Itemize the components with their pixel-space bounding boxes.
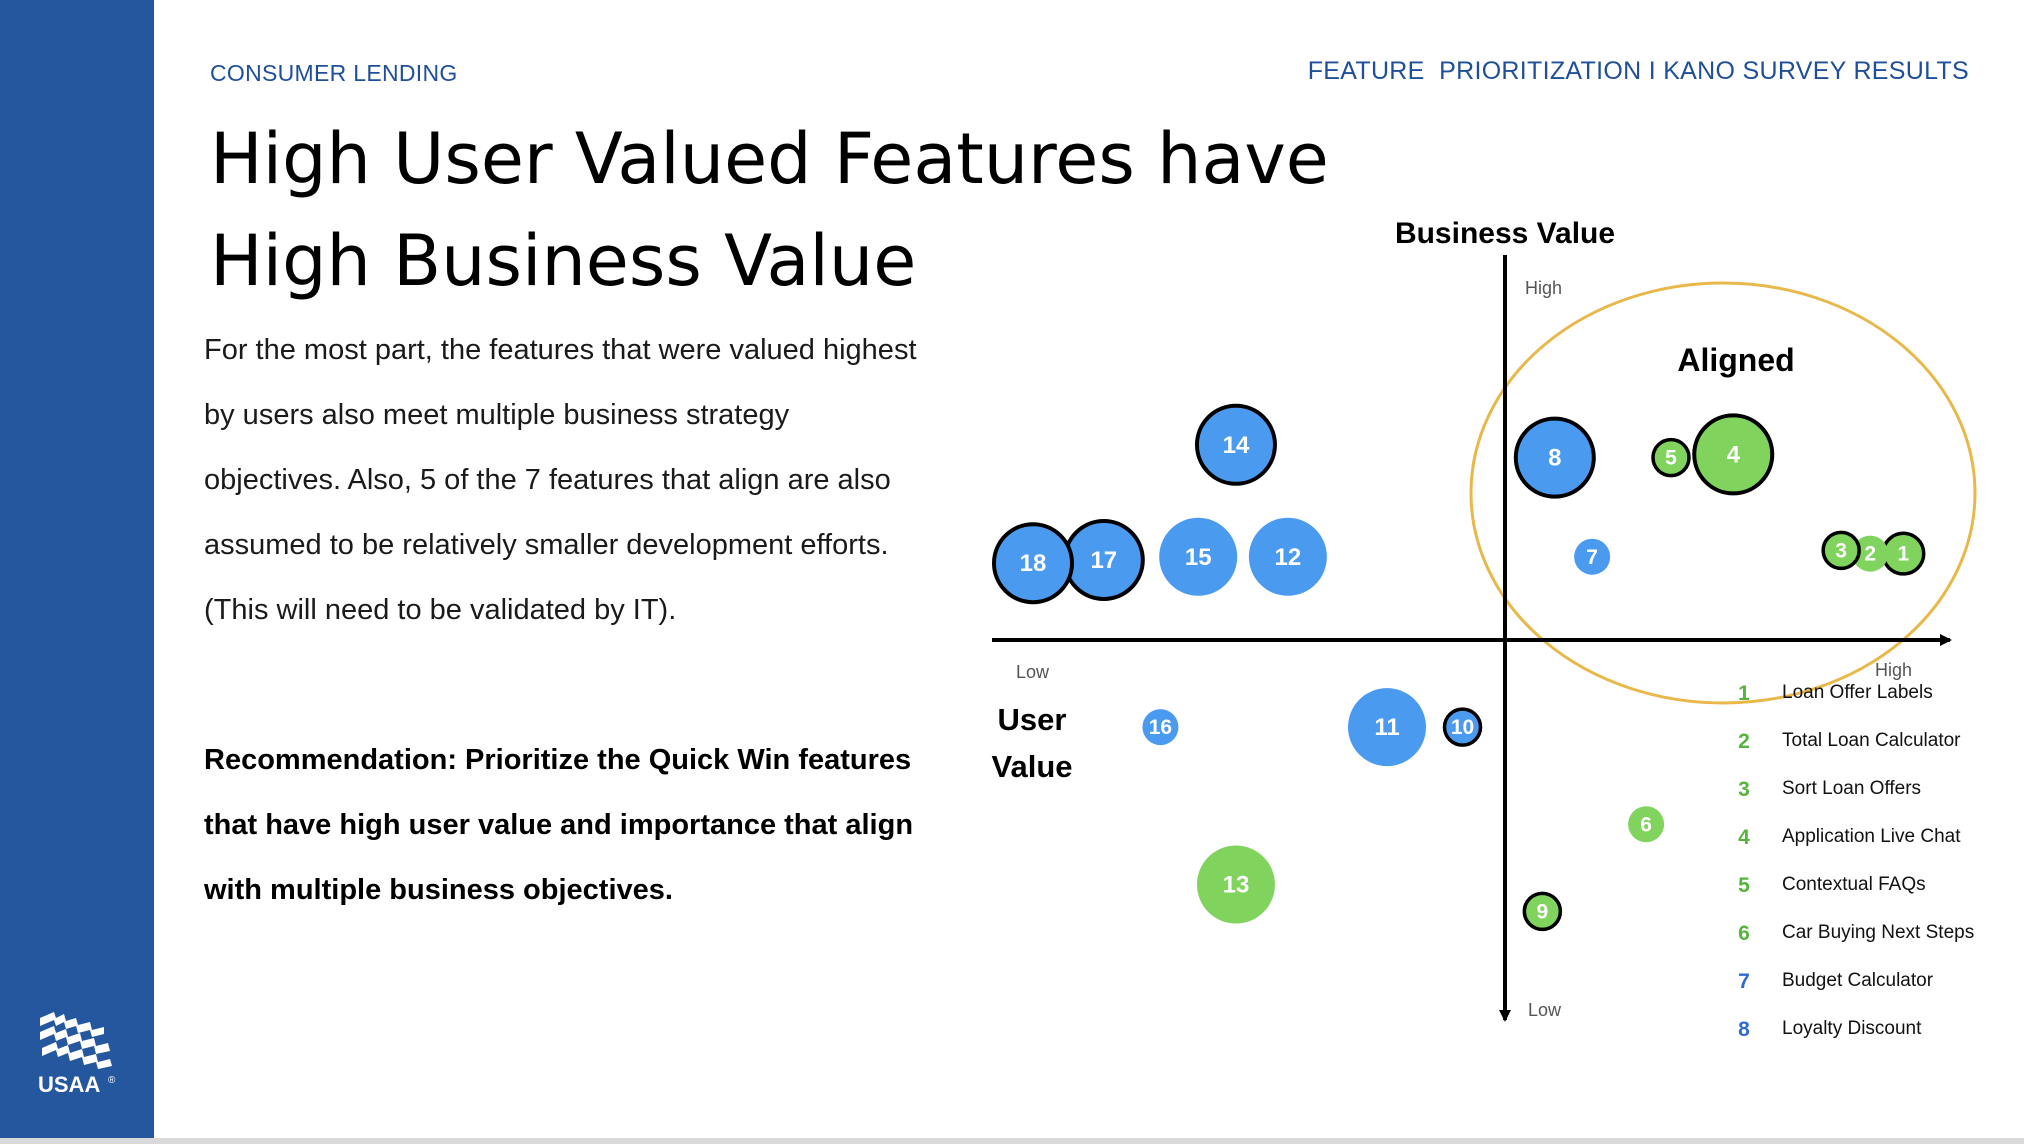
feature-point-15 <box>1159 517 1238 596</box>
x-tick-low: Low <box>1016 662 1050 682</box>
aligned-region <box>1469 281 1977 705</box>
feature-point-label: 8 <box>1548 445 1561 472</box>
feature-point-11 <box>1348 688 1426 767</box>
section-label: CONSUMER LENDING <box>210 60 458 86</box>
feature-point-18 <box>992 522 1074 605</box>
aligned-label: Aligned <box>1677 342 1794 378</box>
feature-point-label: 18 <box>1020 550 1047 577</box>
bottom-divider <box>0 1138 2024 1144</box>
legend-item: 5 Contextual FAQs <box>1730 866 2010 914</box>
feature-point-3 <box>1821 530 1861 571</box>
legend-item: 3 Sort Loan Offers <box>1730 770 2010 818</box>
feature-point-2 <box>1852 535 1889 572</box>
legend-item: 8 Loyalty Discount <box>1730 1010 2010 1058</box>
feature-point-5 <box>1651 437 1691 478</box>
feature-point-7 <box>1574 538 1611 575</box>
slide-header: FEATURE PRIORITIZATION I KANO SURVEY RES… <box>1307 57 1969 85</box>
feature-point-4 <box>1692 413 1775 496</box>
feature-point-label: 12 <box>1275 544 1302 571</box>
feature-point-label: 3 <box>1835 539 1847 562</box>
svg-text:USAA: USAA <box>38 1072 100 1096</box>
feature-point-8 <box>1513 416 1596 499</box>
legend-label: Sort Loan Offers <box>1782 778 1922 799</box>
usaa-logo: USAA ® <box>38 1012 116 1096</box>
feature-point-16 <box>1142 709 1179 746</box>
y-tick-low: Low <box>1528 1000 1562 1020</box>
legend-item: 7 Budget Calculator <box>1730 962 2010 1010</box>
feature-point-label: 2 <box>1864 543 1876 566</box>
feature-point-label: 14 <box>1223 432 1250 459</box>
legend-item: 4 Application Live Chat <box>1730 818 2010 866</box>
feature-point-label: 10 <box>1451 716 1474 739</box>
recommendation-text: Recommendation: Prioritize the Quick Win… <box>204 744 914 906</box>
feature-point-label: 7 <box>1586 546 1598 569</box>
legend-number: 1 <box>1738 682 1750 705</box>
feature-point-label: 6 <box>1640 813 1652 836</box>
legend-number: 5 <box>1738 874 1750 897</box>
legend-label: Car Buying Next Steps <box>1782 922 1975 943</box>
legend-number: 7 <box>1738 970 1750 993</box>
y-axis-title: Business Value <box>1395 217 1615 250</box>
feature-point-label: 1 <box>1898 543 1910 566</box>
feature-point-label: 11 <box>1374 714 1399 741</box>
feature-point-label: 15 <box>1185 544 1212 571</box>
legend-label: Contextual FAQs <box>1782 874 1926 895</box>
feature-legend: 1 Loan Offer Labels 2 Total Loan Calculator… <box>1730 674 2010 1058</box>
feature-point-10 <box>1442 707 1483 747</box>
legend-item: 2 Total Loan Calculator <box>1730 722 2010 770</box>
legend-label: Total Loan Calculator <box>1782 730 1961 751</box>
feature-point-label: 4 <box>1727 441 1741 468</box>
legend-label: Loan Offer Labels <box>1782 682 1933 703</box>
feature-point-label: 9 <box>1537 900 1549 923</box>
x-tick-high: High <box>1875 660 1912 680</box>
legend-label: Application Live Chat <box>1782 826 1961 847</box>
legend-number: 8 <box>1738 1018 1750 1041</box>
legend-label: Budget Calculator <box>1782 970 1934 991</box>
legend-item: 1 Loan Offer Labels <box>1730 674 2010 722</box>
legend-number: 2 <box>1738 730 1750 753</box>
legend-number: 4 <box>1738 826 1750 849</box>
legend-number: 3 <box>1738 778 1750 801</box>
feature-point-6 <box>1628 806 1665 843</box>
feature-point-label: 16 <box>1149 716 1172 739</box>
feature-point-9 <box>1522 891 1563 932</box>
brand-sidebar <box>0 0 154 1144</box>
feature-point-13 <box>1196 845 1275 924</box>
legend-number: 6 <box>1738 922 1750 945</box>
slide-title: High User Valued Features have High Busi… <box>210 118 1329 302</box>
feature-point-label: 13 <box>1223 872 1250 899</box>
feature-point-12 <box>1248 517 1327 596</box>
legend-label: Loyalty Discount <box>1782 1018 1922 1039</box>
svg-text:®: ® <box>108 1075 116 1086</box>
feature-point-label: 5 <box>1665 447 1677 470</box>
feature-point-14 <box>1194 403 1277 486</box>
body-paragraph: For the most part, the features that wer… <box>204 334 917 626</box>
feature-point-label: 17 <box>1090 547 1117 574</box>
legend-item: 6 Car Buying Next Steps <box>1730 914 2010 962</box>
y-tick-high: High <box>1525 278 1562 298</box>
